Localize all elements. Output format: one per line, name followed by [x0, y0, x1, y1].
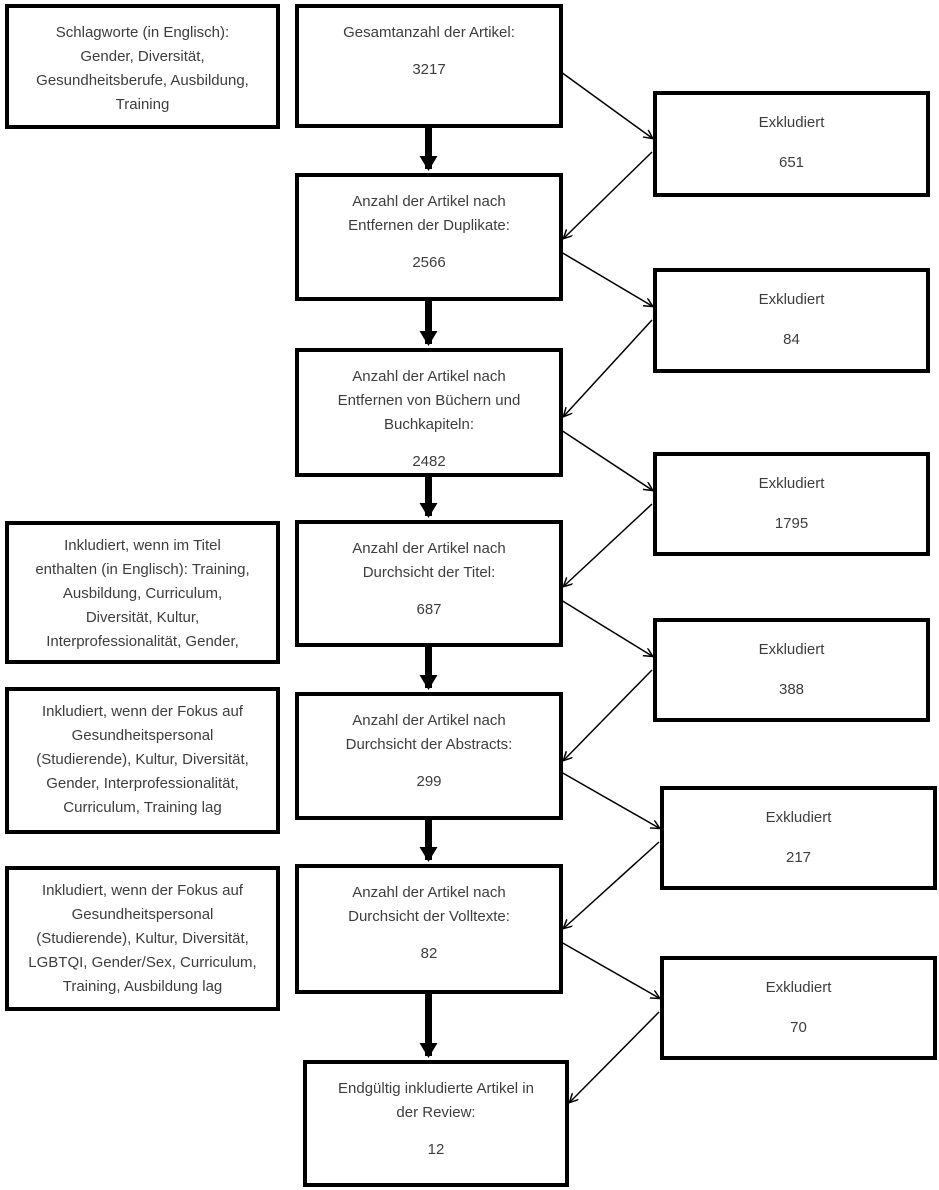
step-after-books-label: Anzahl der Artikel nach Entfernen von Bü… [337, 368, 521, 433]
step-final-included-label: Endgültig inkludierte Artikel in der Rev… [338, 1080, 534, 1121]
excluded-label-4: Exkludiert [758, 641, 825, 658]
step-total-count: 3217 [412, 61, 446, 78]
arrow-to-excluded-6 [560, 941, 659, 998]
step-abstract-screening-count: 299 [416, 773, 442, 790]
excluded-count-2: 84 [783, 331, 800, 348]
step-after-books-count: 2482 [412, 453, 446, 470]
excluded-count-3: 1795 [774, 515, 809, 532]
step-fulltext-screening-label: Anzahl der Artikel nach Durchsicht der V… [348, 884, 510, 925]
arrow-from-excluded-6 [570, 1011, 660, 1102]
fulltext-criteria-text: Inkludiert, wenn der Fokus auf Gesundhei… [28, 882, 257, 995]
step-abstract-screening-box: Anzahl der Artikel nach Durchsicht der A… [295, 692, 563, 820]
arrow-from-excluded-4 [564, 669, 653, 760]
arrow-from-excluded-3 [564, 503, 653, 586]
step-after-duplicates-box: Anzahl der Artikel nach Entfernen der Du… [295, 173, 563, 301]
title-criteria-box: Inkludiert, wenn im Titel enthalten (in … [5, 521, 280, 664]
excluded-count-4: 388 [778, 681, 805, 698]
step-abstract-screening-label: Anzahl der Artikel nach Durchsicht der A… [345, 712, 513, 753]
excluded-count-5: 217 [785, 849, 812, 866]
arrow-to-excluded-1 [560, 71, 652, 138]
keywords-box: Schlagworte (in Englisch): Gender, Diver… [5, 4, 280, 129]
step-title-screening-count: 687 [416, 601, 442, 618]
arrow-to-excluded-2 [560, 251, 652, 306]
arrow-to-excluded-5 [560, 771, 659, 828]
step-fulltext-screening-count: 82 [420, 945, 438, 962]
excluded-label-5: Exkludiert [765, 809, 832, 826]
excluded-box-6: Exkludiert 70 [660, 956, 937, 1060]
excluded-label-1: Exkludiert [758, 114, 825, 131]
step-total-label: Gesamtanzahl der Artikel: [343, 24, 515, 41]
step-final-included-box: Endgültig inkludierte Artikel in der Rev… [303, 1060, 569, 1187]
excluded-count-6: 70 [790, 1019, 807, 1036]
keywords-text: Schlagworte (in Englisch): Gender, Diver… [36, 24, 249, 113]
title-criteria-text: Inkludiert, wenn im Titel enthalten (in … [35, 537, 250, 650]
excluded-box-4: Exkludiert 388 [653, 618, 930, 722]
excluded-box-3: Exkludiert 1795 [653, 452, 930, 556]
excluded-count-1: 651 [778, 154, 805, 171]
excluded-box-1: Exkludiert 651 [653, 91, 930, 197]
step-total-box: Gesamtanzahl der Artikel: 3217 [295, 4, 563, 128]
excluded-label-3: Exkludiert [758, 475, 825, 492]
arrow-from-excluded-1 [564, 151, 653, 238]
step-after-duplicates-count: 2566 [412, 254, 446, 271]
arrow-from-excluded-2 [564, 319, 653, 416]
arrow-to-excluded-4 [560, 599, 652, 656]
excluded-box-2: Exkludiert 84 [653, 268, 930, 373]
arrow-from-excluded-5 [564, 841, 660, 928]
excluded-label-2: Exkludiert [758, 291, 825, 308]
excluded-box-5: Exkludiert 217 [660, 786, 937, 890]
step-after-duplicates-label: Anzahl der Artikel nach Entfernen der Du… [348, 193, 510, 234]
step-final-included-count: 12 [427, 1141, 445, 1158]
step-title-screening-label: Anzahl der Artikel nach Durchsicht der T… [352, 540, 506, 581]
abstract-criteria-text: Inkludiert, wenn der Fokus auf Gesundhei… [36, 703, 249, 816]
step-after-books-box: Anzahl der Artikel nach Entfernen von Bü… [295, 348, 563, 477]
arrow-to-excluded-3 [560, 429, 652, 490]
excluded-label-6: Exkludiert [765, 979, 832, 996]
fulltext-criteria-box: Inkludiert, wenn der Fokus auf Gesundhei… [5, 866, 280, 1011]
step-fulltext-screening-box: Anzahl der Artikel nach Durchsicht der V… [295, 864, 563, 994]
abstract-criteria-box: Inkludiert, wenn der Fokus auf Gesundhei… [5, 687, 280, 834]
step-title-screening-box: Anzahl der Artikel nach Durchsicht der T… [295, 520, 563, 647]
